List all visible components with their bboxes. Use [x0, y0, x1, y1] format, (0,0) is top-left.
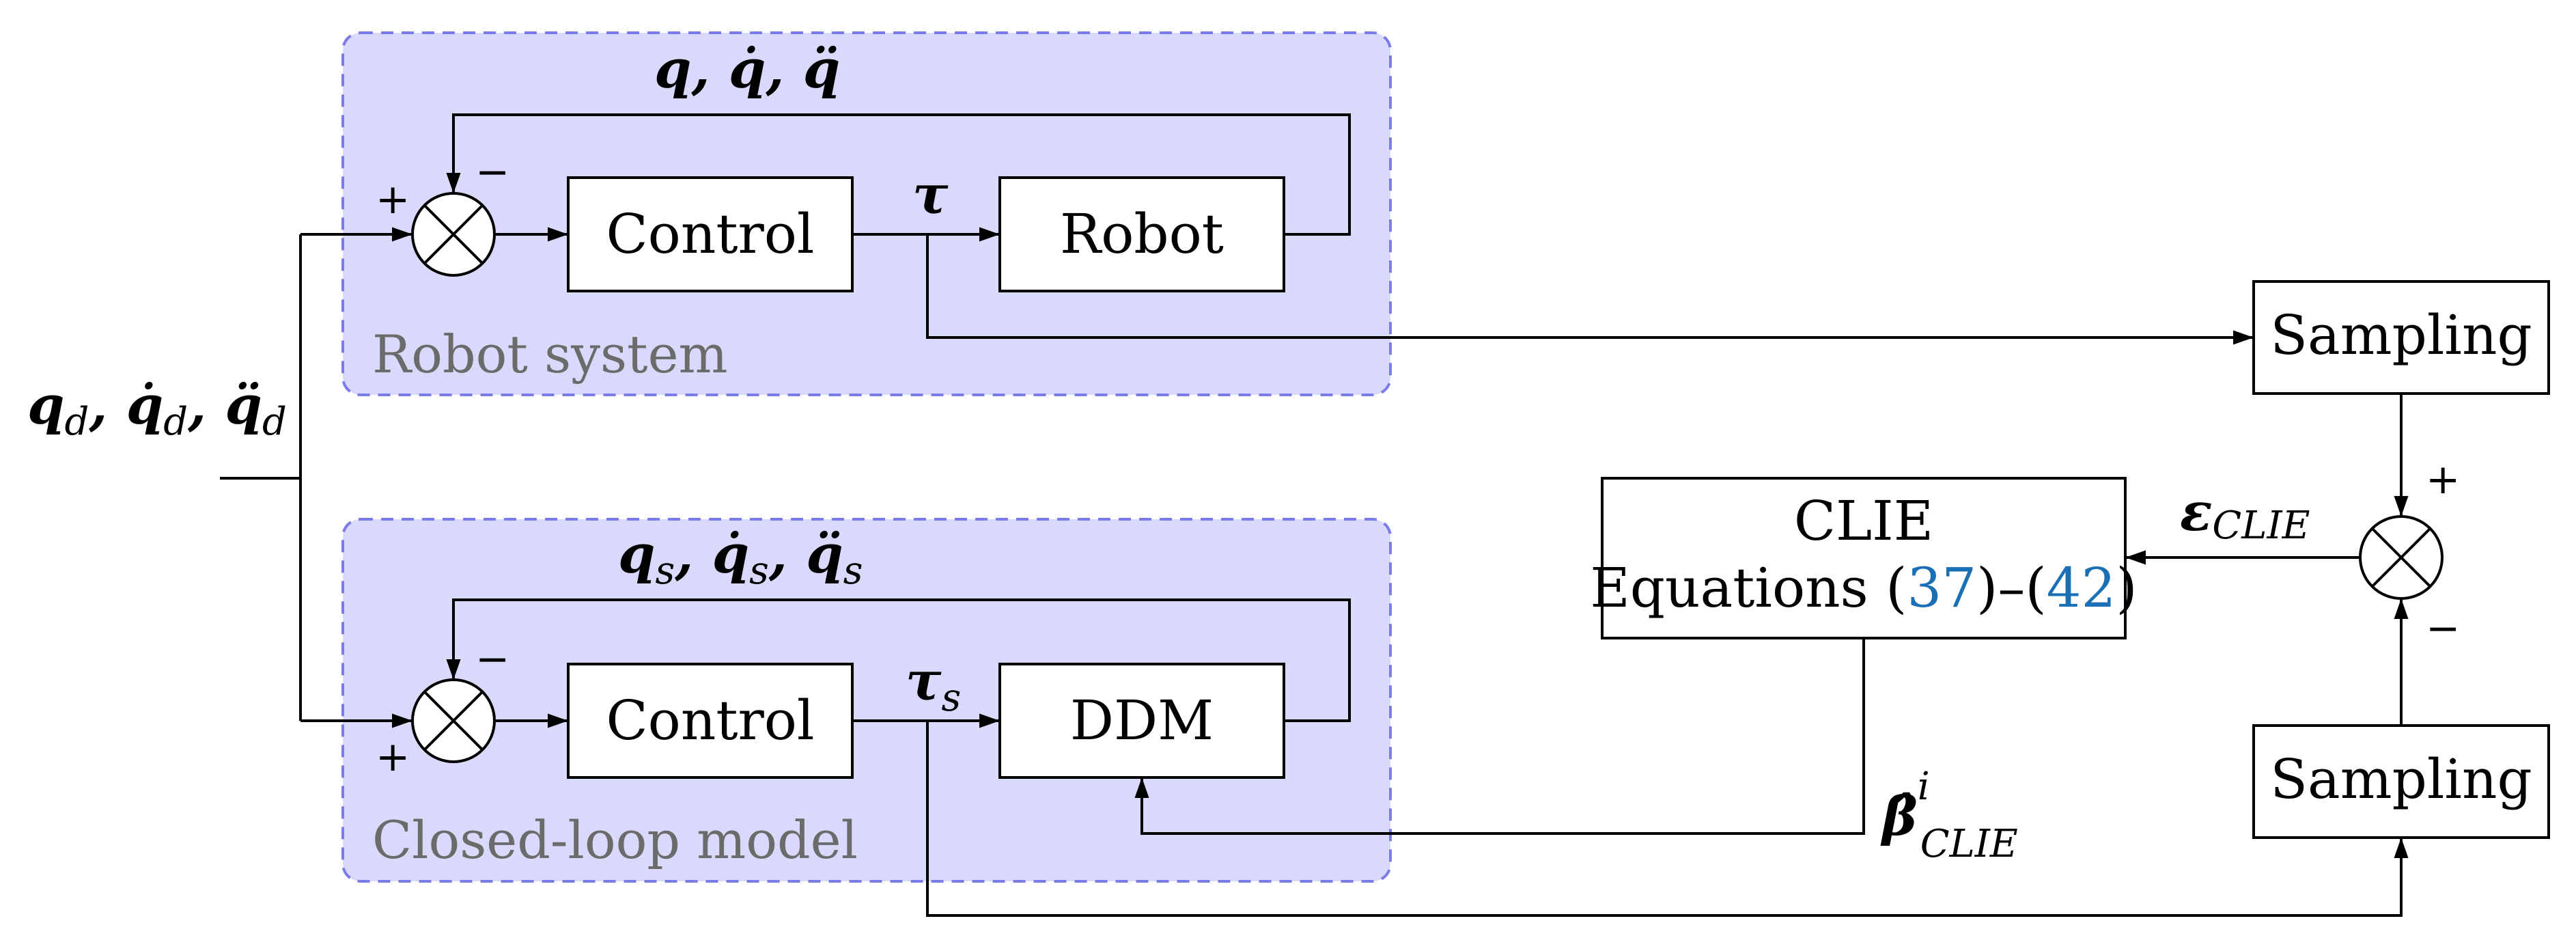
tau-to-sampling-wire: [926, 234, 2254, 345]
robot-system-region: [341, 31, 1392, 396]
robot-system-label: Robot system: [372, 324, 728, 385]
tau-label: τ: [912, 164, 949, 226]
top-summing-junction: [411, 192, 496, 277]
bottom-summing-junction: [411, 678, 496, 763]
control-block-top: [567, 176, 854, 292]
tau-s-label: τs: [906, 650, 961, 720]
robot-label: Robot: [1060, 202, 1224, 266]
equation-ref-end[interactable]: 42: [2047, 556, 2116, 620]
clie-title: CLIE: [1794, 489, 1933, 553]
bottom-minus-sign: −: [475, 635, 509, 683]
closed-loop-model-label: Closed-loop model: [372, 810, 858, 870]
error-plus-sign: +: [2426, 456, 2460, 504]
desired-trajectory-label: qd, q̇d, q̈d: [27, 374, 287, 444]
robot-block: [998, 176, 1285, 292]
top-minus-sign: −: [475, 148, 509, 196]
bottom-plus-sign: +: [376, 733, 410, 781]
ddm-label: DDM: [1070, 689, 1214, 752]
equation-ref-start[interactable]: 37: [1907, 556, 1976, 620]
model-feedback-wire: [446, 598, 1351, 722]
top-plus-sign: +: [376, 176, 410, 223]
closed-loop-model-region: [341, 518, 1392, 883]
control-bottom-label: Control: [606, 689, 814, 752]
clie-to-ddm-wire: [1134, 638, 1865, 835]
sampling-bottom-label: Sampling: [2270, 747, 2532, 811]
clie-block: [1601, 477, 2127, 639]
robot-feedback-wire: [446, 113, 1351, 236]
error-minus-sign: −: [2426, 605, 2460, 652]
sampling-block-bottom: [2252, 724, 2550, 839]
control-top-label: Control: [606, 202, 814, 266]
tau-s-to-sampling-wire: [926, 721, 2409, 917]
error-summing-junction: [2359, 515, 2444, 600]
model-state-label: qs, q̇s, q̈s: [618, 523, 863, 593]
epsilon-clie-label: εCLIE: [2180, 481, 2310, 548]
robot-state-label: q, q̇, q̈: [654, 38, 840, 100]
sampling-top-label: Sampling: [2270, 303, 2532, 367]
clie-equations: Equations (37)–(42): [1590, 556, 2137, 620]
